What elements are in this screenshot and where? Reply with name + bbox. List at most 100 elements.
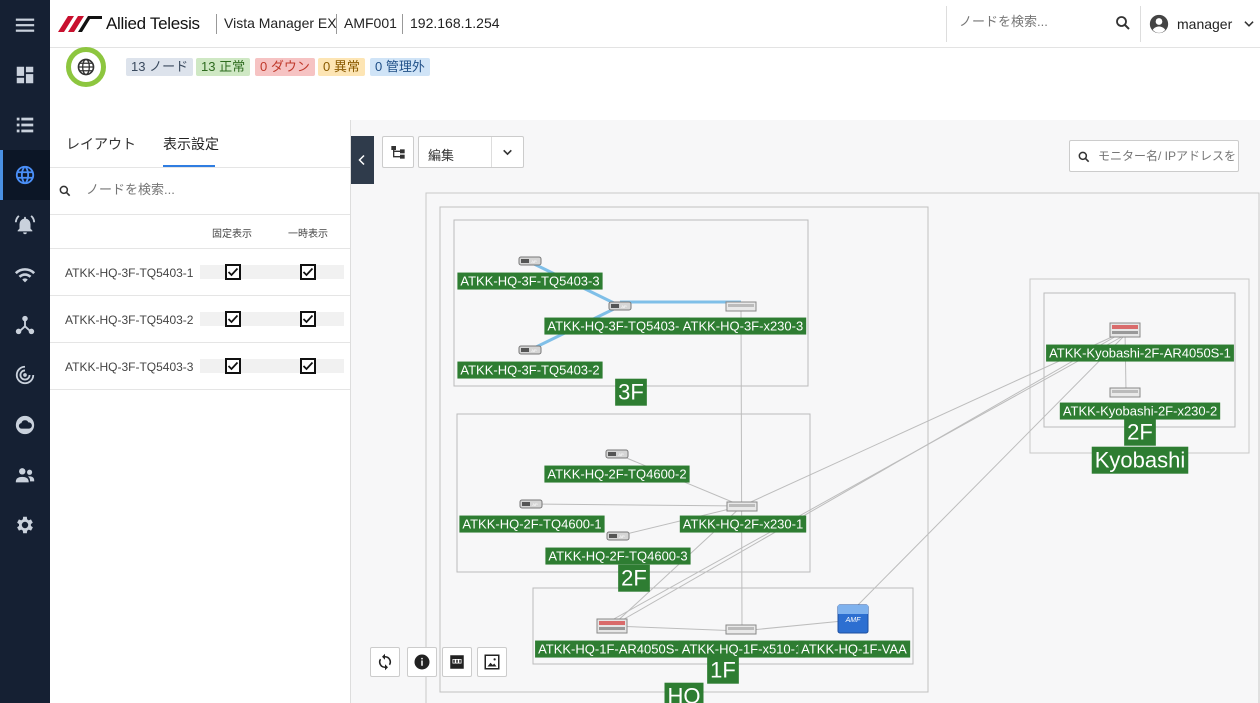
- hierarchy-layout-button[interactable]: [382, 136, 414, 168]
- alarm-icon[interactable]: [0, 200, 50, 250]
- temp-display-checkbox[interactable]: [300, 264, 316, 280]
- group-label-kyobashi[interactable]: Kyobashi: [1091, 446, 1189, 474]
- node-search-input[interactable]: [86, 182, 326, 197]
- switch-device-icon[interactable]: [725, 301, 757, 312]
- topology-icon[interactable]: [0, 300, 50, 350]
- label-text: 2F: [621, 566, 647, 591]
- search-icon[interactable]: [1114, 14, 1132, 32]
- topology-map[interactable]: AMF AP AP AP AP AP AP ATKK-HQ-3F-TQ5403-…: [351, 120, 1260, 703]
- nav-rail: [0, 0, 50, 703]
- ap-device-icon[interactable]: [518, 256, 542, 266]
- label-2f-tq4600-3[interactable]: ATKK-HQ-2F-TQ4600-3: [545, 547, 691, 565]
- label-text: ATKK-HQ-2F-TQ4600-2: [547, 467, 686, 482]
- router-device-icon[interactable]: [596, 618, 628, 634]
- header-divider: [216, 14, 217, 34]
- label-2f-x230-1[interactable]: ATKK-HQ-2F-x230-1: [679, 515, 807, 533]
- refresh-icon: [378, 653, 392, 671]
- device-name: AMF001: [344, 15, 397, 31]
- tab-display-settings[interactable]: 表示設定: [163, 136, 219, 152]
- label-3f-tq5403-3[interactable]: ATKK-HQ-3F-TQ5403-3: [457, 272, 603, 290]
- checkmark-icon: [302, 267, 314, 277]
- header-search-input[interactable]: [959, 14, 1119, 29]
- monitor-search-input[interactable]: [1098, 149, 1238, 163]
- switch-device-icon[interactable]: [726, 501, 758, 512]
- group-label-3f[interactable]: 3F: [615, 378, 647, 406]
- group-label-1f[interactable]: 1F: [707, 656, 739, 684]
- switch-device-icon[interactable]: [1109, 387, 1141, 398]
- ap-device-icon[interactable]: [606, 531, 630, 541]
- radar-icon[interactable]: [0, 350, 50, 400]
- dashboard-icon[interactable]: [0, 50, 50, 100]
- chevron-down-icon[interactable]: [1242, 17, 1256, 31]
- group-label-hq[interactable]: HQ: [664, 682, 704, 703]
- user-menu[interactable]: manager: [1140, 6, 1260, 42]
- divider: [50, 214, 350, 215]
- label-3f-x230-3[interactable]: ATKK-HQ-3F-x230-3: [679, 317, 807, 335]
- label-3f-tq5403-1[interactable]: ATKK-HQ-3F-TQ5403-1: [544, 317, 690, 335]
- label-kyobashi-x230-2[interactable]: ATKK-Kyobashi-2F-x230-2: [1059, 402, 1221, 420]
- chevron-left-icon: [358, 154, 365, 166]
- menu-icon[interactable]: [0, 0, 50, 50]
- list-item: ATKK-HQ-3F-TQ5403-3: [50, 343, 350, 390]
- divider: [50, 248, 350, 249]
- ap-device-icon[interactable]: [518, 345, 542, 355]
- ap-device-icon[interactable]: [605, 449, 629, 459]
- collapse-panel-button[interactable]: [351, 136, 374, 184]
- export-image-button[interactable]: [477, 647, 507, 677]
- image-icon: [484, 654, 500, 670]
- refresh-button[interactable]: [370, 647, 400, 677]
- label-text: ATKK-Kyobashi-2F-x230-2: [1063, 404, 1217, 419]
- fixed-display-checkbox[interactable]: [225, 358, 241, 374]
- gear-icon[interactable]: [0, 500, 50, 550]
- ap-mark: AP: [531, 348, 537, 353]
- label-1f-ar4050s-2[interactable]: ATKK-HQ-1F-AR4050S-2: [535, 640, 689, 658]
- badge-normal[interactable]: 13 正常: [196, 58, 251, 76]
- chevron-down-icon[interactable]: [501, 146, 514, 159]
- list-icon[interactable]: [0, 100, 50, 150]
- header-divider: [402, 14, 403, 34]
- wifi-icon[interactable]: [0, 250, 50, 300]
- switch-device-icon[interactable]: [725, 624, 757, 635]
- label-background: [618, 564, 650, 592]
- badge-abnormal[interactable]: 0 異常: [318, 58, 365, 76]
- checkmark-icon: [227, 267, 239, 277]
- vaa-device-icon[interactable]: AMF: [837, 604, 869, 634]
- badge-down[interactable]: 0 ダウン: [255, 58, 315, 76]
- label-1f-x510-1[interactable]: ATKK-HQ-1F-x510-1: [678, 640, 806, 658]
- allied-telesis-logo-icon: [58, 16, 102, 32]
- router-device-icon[interactable]: [1109, 322, 1141, 338]
- label-1f-vaa[interactable]: ATKK-HQ-1F-VAA: [798, 640, 911, 658]
- cloud-icon[interactable]: [0, 400, 50, 450]
- fixed-display-checkbox[interactable]: [225, 264, 241, 280]
- label-background: [679, 317, 807, 335]
- label-2f-tq4600-2[interactable]: ATKK-HQ-2F-TQ4600-2: [544, 465, 690, 483]
- info-button[interactable]: [407, 647, 437, 677]
- label-background: [615, 378, 647, 406]
- monitor-search: [1069, 140, 1239, 172]
- group-label-kyobashi-2f[interactable]: 2F: [1124, 418, 1156, 446]
- temp-display-checkbox[interactable]: [300, 358, 316, 374]
- fixed-display-checkbox[interactable]: [225, 311, 241, 327]
- users-icon[interactable]: [0, 450, 50, 500]
- topology-canvas[interactable]: AMF AP AP AP AP AP AP ATKK-HQ-3F-TQ5403-…: [351, 120, 1260, 703]
- active-tab-indicator: [163, 165, 215, 167]
- label-2f-tq4600-1[interactable]: ATKK-HQ-2F-TQ4600-1: [459, 515, 605, 533]
- badge-total-nodes[interactable]: 13 ノード: [126, 58, 194, 76]
- badge-unmanaged[interactable]: 0 管理外: [370, 58, 430, 76]
- globe-icon[interactable]: [0, 150, 50, 200]
- tab-layout[interactable]: レイアウト: [66, 136, 136, 152]
- ap-marks: AP AP AP AP AP AP: [531, 259, 627, 539]
- search-icon: [1078, 151, 1090, 163]
- ap-device-icon[interactable]: [519, 499, 543, 509]
- list-item: ATKK-HQ-3F-TQ5403-1: [50, 249, 350, 296]
- header-divider: [336, 14, 337, 34]
- label-kyobashi-ar4050s-1[interactable]: ATKK-Kyobashi-2F-AR4050S-1: [1046, 344, 1234, 362]
- temp-display-checkbox[interactable]: [300, 311, 316, 327]
- export-pdf-button[interactable]: [442, 647, 472, 677]
- divider: [50, 167, 350, 168]
- label-3f-tq5403-2[interactable]: ATKK-HQ-3F-TQ5403-2: [457, 361, 603, 379]
- group-label-2f[interactable]: 2F: [618, 564, 650, 592]
- edit-mode-select[interactable]: 編集: [418, 136, 524, 168]
- ap-device-icon[interactable]: [608, 301, 632, 311]
- search-icon: [59, 185, 71, 197]
